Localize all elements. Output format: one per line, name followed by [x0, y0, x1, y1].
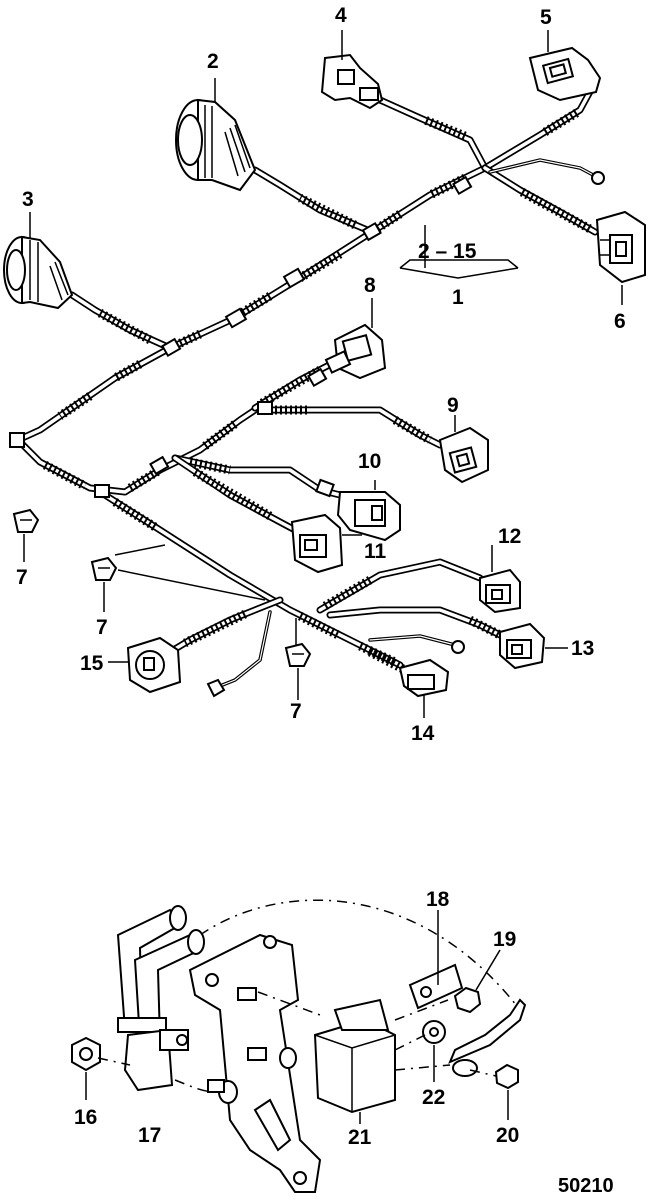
round-connector-3[interactable] [3, 235, 74, 310]
connector-9[interactable] [438, 426, 489, 484]
callout-range: 2 – 15 [418, 240, 477, 263]
connector-15[interactable] [126, 636, 182, 694]
leader-lines-assembly [85, 910, 509, 1124]
callout-1: 1 [452, 286, 464, 309]
callout-10: 10 [358, 450, 381, 473]
callout-18: 18 [426, 888, 450, 911]
callout-7b: 7 [96, 616, 108, 639]
connector-4[interactable] [320, 53, 384, 110]
callout-8: 8 [364, 274, 376, 297]
callout-14: 14 [411, 722, 435, 745]
wiring-harness [9, 84, 599, 690]
callout-22: 22 [422, 1086, 445, 1109]
connector-12[interactable] [479, 568, 521, 614]
callout-4: 4 [335, 4, 347, 27]
callout-17: 17 [138, 1124, 161, 1147]
relay-bracket-assembly [71, 899, 527, 1193]
connector-13[interactable] [499, 622, 546, 670]
callout-15: 15 [80, 652, 104, 675]
callout-7c: 7 [290, 700, 302, 723]
callout-5: 5 [540, 6, 552, 29]
callout-3: 3 [22, 188, 34, 211]
callout-19: 19 [493, 928, 516, 951]
figure-number: 50210 [558, 1175, 614, 1197]
callout-7a: 7 [16, 566, 28, 589]
clip-7c[interactable] [284, 642, 312, 667]
callout-16: 16 [74, 1106, 97, 1129]
callout-12: 12 [498, 525, 521, 548]
callout-2: 2 [207, 50, 219, 73]
clip-7a[interactable] [12, 508, 40, 533]
ring-terminal-top [591, 171, 605, 185]
callout-21: 21 [348, 1126, 372, 1149]
callout-9: 9 [447, 394, 459, 417]
connector-11[interactable] [290, 513, 344, 574]
round-connector-2[interactable] [175, 98, 257, 192]
callout-20: 20 [496, 1124, 519, 1147]
connector-10[interactable] [336, 480, 401, 542]
connector-8[interactable] [324, 323, 387, 380]
clip-7b[interactable] [90, 556, 118, 581]
connector-5[interactable] [528, 46, 602, 102]
ring-terminal-mid [451, 640, 465, 654]
connector-6[interactable] [595, 210, 646, 284]
leader-lines-harness [23, 30, 623, 718]
callout-labels: 2 3 4 5 6 2 – 15 1 8 9 10 11 12 13 14 15… [16, 4, 626, 1197]
connector-14[interactable] [398, 658, 450, 698]
callout-6: 6 [614, 310, 626, 333]
ring-terminal [206, 678, 226, 698]
callout-11: 11 [364, 540, 387, 563]
callout-13: 13 [571, 637, 594, 660]
